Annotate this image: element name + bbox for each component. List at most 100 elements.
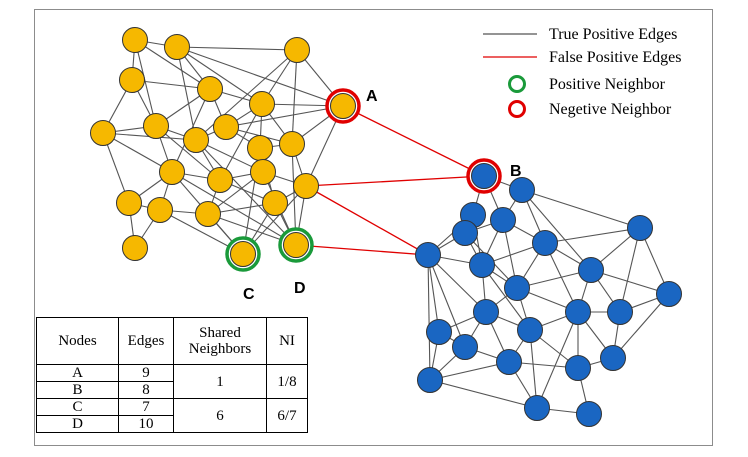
false-positive-edge	[342, 105, 485, 177]
yellow-node	[250, 159, 276, 185]
cell-node: C	[36, 398, 119, 416]
graph-edge	[291, 49, 298, 145]
blue-node	[565, 355, 591, 381]
graph-edge	[427, 254, 466, 348]
blue-node	[517, 317, 543, 343]
blue-node	[504, 275, 530, 301]
cell-ni: 1/8	[266, 364, 308, 399]
legend-positive-neighbor-label: Positive Neighbor	[549, 76, 666, 93]
legend-false-positive-label: False Positive Edges	[549, 49, 681, 66]
graph-edge	[134, 39, 157, 127]
blue-node	[578, 257, 604, 283]
blue-node	[656, 281, 682, 307]
false-positive-edge	[305, 175, 485, 187]
ni-table-container: Nodes Edges Shared Neighbors NI A 9 1 1/…	[36, 317, 308, 433]
graph-edge	[195, 49, 298, 141]
yellow-node	[195, 201, 221, 227]
graph-edge	[544, 227, 641, 244]
yellow-node	[183, 127, 209, 153]
graph-edge	[176, 46, 344, 107]
graph-edge	[176, 46, 197, 141]
table-row: C 7 6 6/7	[36, 398, 308, 433]
legend-negative-neighbor-ring-icon	[508, 100, 526, 118]
node-a	[330, 93, 356, 119]
blue-node	[524, 395, 550, 421]
cell-edges: 7	[118, 398, 174, 416]
graph-edge	[427, 254, 487, 313]
header-edges: Edges	[118, 317, 174, 365]
blue-node	[452, 334, 478, 360]
graph-edge	[171, 171, 297, 246]
blue-node	[490, 207, 516, 233]
yellow-node	[147, 197, 173, 223]
node-d	[283, 232, 309, 258]
graph-edge	[429, 361, 510, 381]
blue-node	[417, 367, 443, 393]
yellow-node	[143, 113, 169, 139]
header-ni: NI	[266, 317, 308, 365]
blue-node	[565, 299, 591, 325]
yellow-node	[122, 27, 148, 53]
graph-edge	[521, 189, 592, 271]
false-positive-edge	[295, 244, 429, 256]
header-shared-line2: Neighbors	[188, 341, 252, 357]
graph-edge	[155, 125, 221, 181]
legend-negative-neighbor-label: Negetive Neighbor	[549, 101, 672, 118]
blue-node	[452, 220, 478, 246]
yellow-node	[262, 190, 288, 216]
blue-node	[469, 252, 495, 278]
graph-edge	[176, 46, 298, 51]
yellow-node	[116, 190, 142, 216]
legend-positive-neighbor-ring-icon	[508, 75, 526, 93]
yellow-node	[293, 173, 319, 199]
graph-edge	[619, 227, 641, 313]
graph-edge	[529, 329, 538, 409]
graph-edge	[590, 269, 670, 295]
node-c	[230, 241, 256, 267]
graph-edge	[195, 139, 297, 246]
graph-nodes	[90, 27, 682, 427]
graph-edge	[521, 189, 641, 229]
false-positive-edge	[305, 185, 429, 256]
table-header-row: Nodes Edges Shared Neighbors NI	[36, 317, 308, 365]
graph-edge	[134, 39, 211, 90]
graph-edge	[481, 264, 531, 331]
table-row: A 9 1 1/8	[36, 364, 308, 399]
yellow-node	[197, 76, 223, 102]
yellow-node	[90, 120, 116, 146]
header-shared-line1: Shared	[199, 325, 241, 341]
yellow-node	[119, 67, 145, 93]
cell-node: D	[36, 415, 119, 433]
node-label-c: C	[243, 286, 255, 303]
graph-edge	[536, 311, 579, 409]
yellow-node	[159, 159, 185, 185]
figure-frame	[34, 9, 713, 446]
yellow-node	[284, 37, 310, 63]
blue-node	[627, 215, 653, 241]
blue-node	[600, 345, 626, 371]
blue-node	[496, 349, 522, 375]
cell-edges: 10	[118, 415, 174, 433]
table-row: B 8	[36, 381, 308, 399]
node-b	[471, 163, 497, 189]
table-row: D 10	[36, 415, 308, 433]
cell-shared-neighbors: 6	[173, 398, 267, 433]
graph-edge	[612, 293, 670, 359]
cell-edges: 9	[118, 364, 174, 382]
cell-node: B	[36, 381, 119, 399]
blue-node	[415, 242, 441, 268]
cell-ni: 6/7	[266, 398, 308, 433]
blue-node	[532, 230, 558, 256]
cell-shared-neighbors: 1	[173, 364, 267, 399]
blue-node	[509, 177, 535, 203]
yellow-node	[164, 34, 190, 60]
yellow-node	[213, 114, 239, 140]
blue-node	[576, 401, 602, 427]
yellow-node	[247, 135, 273, 161]
graph-edge	[427, 254, 431, 381]
graph-edge	[219, 103, 263, 181]
ni-table: Nodes Edges Shared Neighbors NI A 9 1 1/…	[36, 317, 308, 433]
header-nodes: Nodes	[36, 317, 119, 365]
legend: True Positive Edges False Positive Edges…	[483, 26, 681, 118]
yellow-node	[249, 91, 275, 117]
